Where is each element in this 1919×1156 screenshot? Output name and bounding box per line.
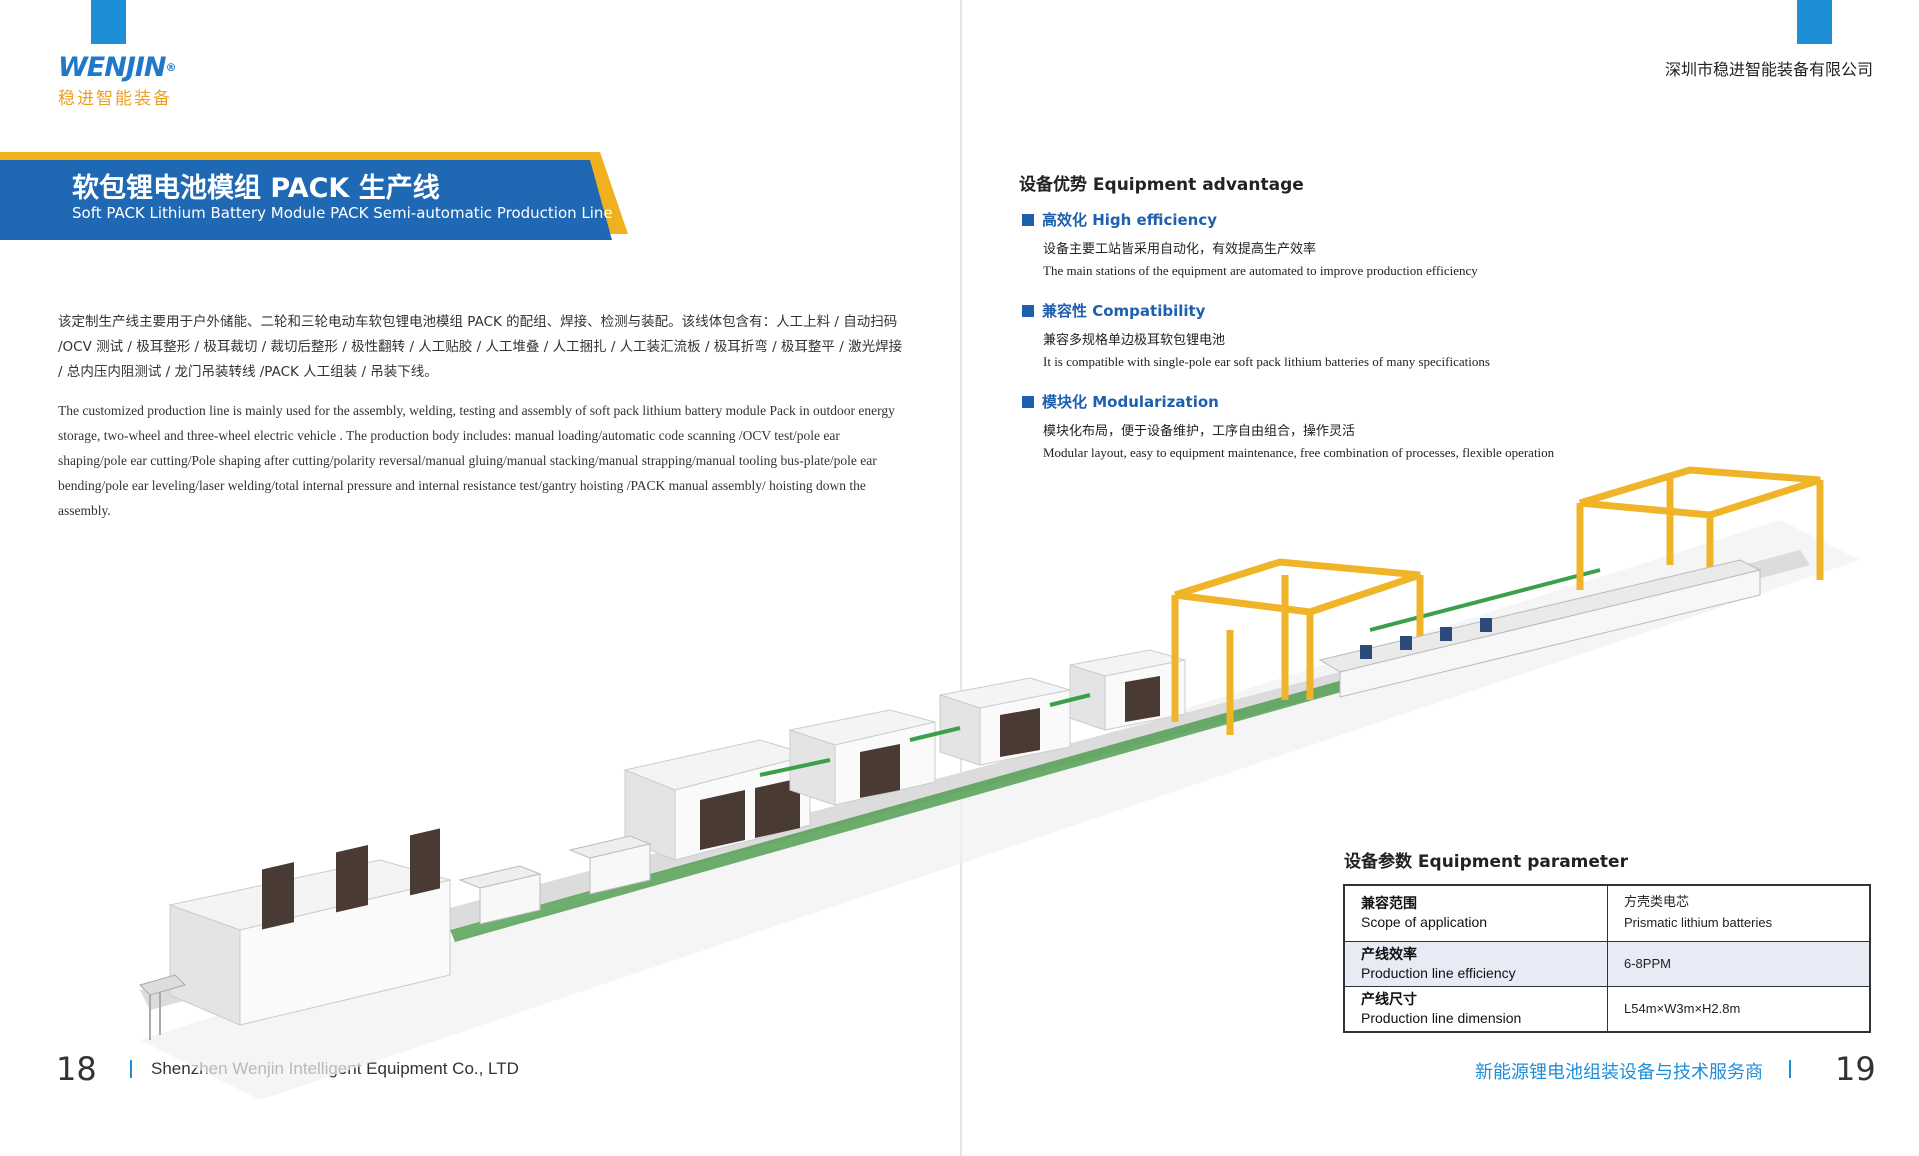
- table-row: 产线效率 Production line efficiency 6-8PPM: [1343, 940, 1871, 987]
- param-value-english: L54m×W3m×H2.8m: [1624, 1000, 1741, 1016]
- param-value-cell: L54m×W3m×H2.8m: [1607, 985, 1871, 1032]
- param-label-cell: 兼容范围 Scope of application: [1343, 884, 1608, 942]
- table-row: 兼容范围 Scope of application 方壳类电芯 Prismati…: [1343, 884, 1871, 942]
- advantage-item: 模块化 Modularization 模块化布局，便于设备维护，工序自由组合，操…: [1022, 391, 1902, 461]
- page-number-left: 18: [56, 1050, 97, 1088]
- top-tab-marker: [1797, 0, 1832, 44]
- page-title: 软包锂电池模组 PACK 生产线: [72, 173, 440, 204]
- param-value-english: Prismatic lithium batteries: [1624, 915, 1773, 931]
- param-label-english: Production line efficiency: [1361, 964, 1516, 981]
- param-label-chinese: 产线尺寸: [1361, 991, 1417, 1008]
- table-row: 产线尺寸 Production line dimension L54m×W3m×…: [1343, 985, 1871, 1032]
- footer-company-name: Shenzhen Wenjin Intelligent Equipment Co…: [151, 1059, 519, 1078]
- advantage-text-english: It is compatible with single-pole ear so…: [1043, 354, 1490, 369]
- advantage-text-english: The main stations of the equipment are a…: [1043, 263, 1478, 278]
- param-label-chinese: 兼容范围: [1361, 896, 1417, 913]
- param-label-english: Production line dimension: [1361, 1009, 1522, 1026]
- bullet-square-icon: [1022, 304, 1034, 317]
- advantage-text-chinese: 模块化布局，便于设备维护，工序自由组合，操作灵活: [1043, 424, 1356, 439]
- param-label-cell: 产线尺寸 Production line dimension: [1343, 985, 1608, 1032]
- logo-chinese-name: 稳进智能装备: [58, 89, 172, 109]
- advantage-title: 模块化 Modularization: [1042, 393, 1219, 411]
- param-value-chinese: 方壳类电芯: [1624, 895, 1690, 911]
- right-page: 深圳市稳进智能装备有限公司 设备优势 Equipment advantage 高…: [962, 0, 1919, 1156]
- advantage-item: 高效化 High efficiency 设备主要工站皆采用自动化，有效提高生产效…: [1022, 209, 1902, 279]
- banner-shape: [0, 152, 628, 240]
- param-label-cell: 产线效率 Production line efficiency: [1343, 940, 1608, 987]
- param-value-cell: 方壳类电芯 Prismatic lithium batteries: [1607, 884, 1871, 942]
- intro-text-chinese: 该定制生产线主要用于户外储能、二轮和三轮电动车软包锂电池模组 PACK 的配组、…: [58, 314, 903, 380]
- advantage-text-chinese: 兼容多规格单边极耳软包锂电池: [1043, 333, 1226, 348]
- logo-registered-mark: ®: [165, 61, 177, 74]
- param-label-chinese: 产线效率: [1361, 946, 1417, 963]
- page-number-right: 19: [1835, 1050, 1876, 1088]
- advantage-section-title: 设备优势 Equipment advantage: [1019, 175, 1304, 195]
- page-subtitle: Soft PACK Lithium Battery Module PACK Se…: [72, 204, 613, 222]
- bullet-square-icon: [1022, 213, 1034, 226]
- top-tab-marker: [91, 0, 126, 44]
- header-company-name: 深圳市稳进智能装备有限公司: [1664, 60, 1873, 79]
- bullet-square-icon: [1022, 395, 1034, 408]
- left-page: WENJIN® 稳进智能装备 软包锂电池模组 PACK 生产线 Soft PAC…: [0, 0, 903, 1088]
- intro-text-english: The customized production line is mainly…: [58, 403, 895, 518]
- logo-word: WENJIN: [58, 52, 167, 83]
- parameter-section-title: 设备参数 Equipment parameter: [1344, 852, 1628, 872]
- parameter-table: 兼容范围 Scope of application 方壳类电芯 Prismati…: [1343, 884, 1871, 1033]
- footer-slogan: 新能源锂电池组装设备与技术服务商: [1475, 1062, 1763, 1083]
- advantage-item: 兼容性 Compatibility 兼容多规格单边极耳软包锂电池 It is c…: [1022, 300, 1902, 370]
- company-logo: WENJIN® 稳进智能装备: [58, 52, 177, 110]
- advantage-text-english: Modular layout, easy to equipment mainte…: [1043, 445, 1555, 460]
- footer-separator: [130, 1060, 132, 1078]
- footer-separator: [1789, 1060, 1791, 1078]
- advantage-title: 高效化 High efficiency: [1042, 211, 1218, 229]
- param-label-english: Scope of application: [1361, 914, 1488, 931]
- advantage-title: 兼容性 Compatibility: [1042, 302, 1206, 320]
- param-value-english: 6-8PPM: [1624, 955, 1671, 971]
- param-value-cell: 6-8PPM: [1607, 940, 1871, 987]
- advantage-text-chinese: 设备主要工站皆采用自动化，有效提高生产效率: [1043, 242, 1317, 257]
